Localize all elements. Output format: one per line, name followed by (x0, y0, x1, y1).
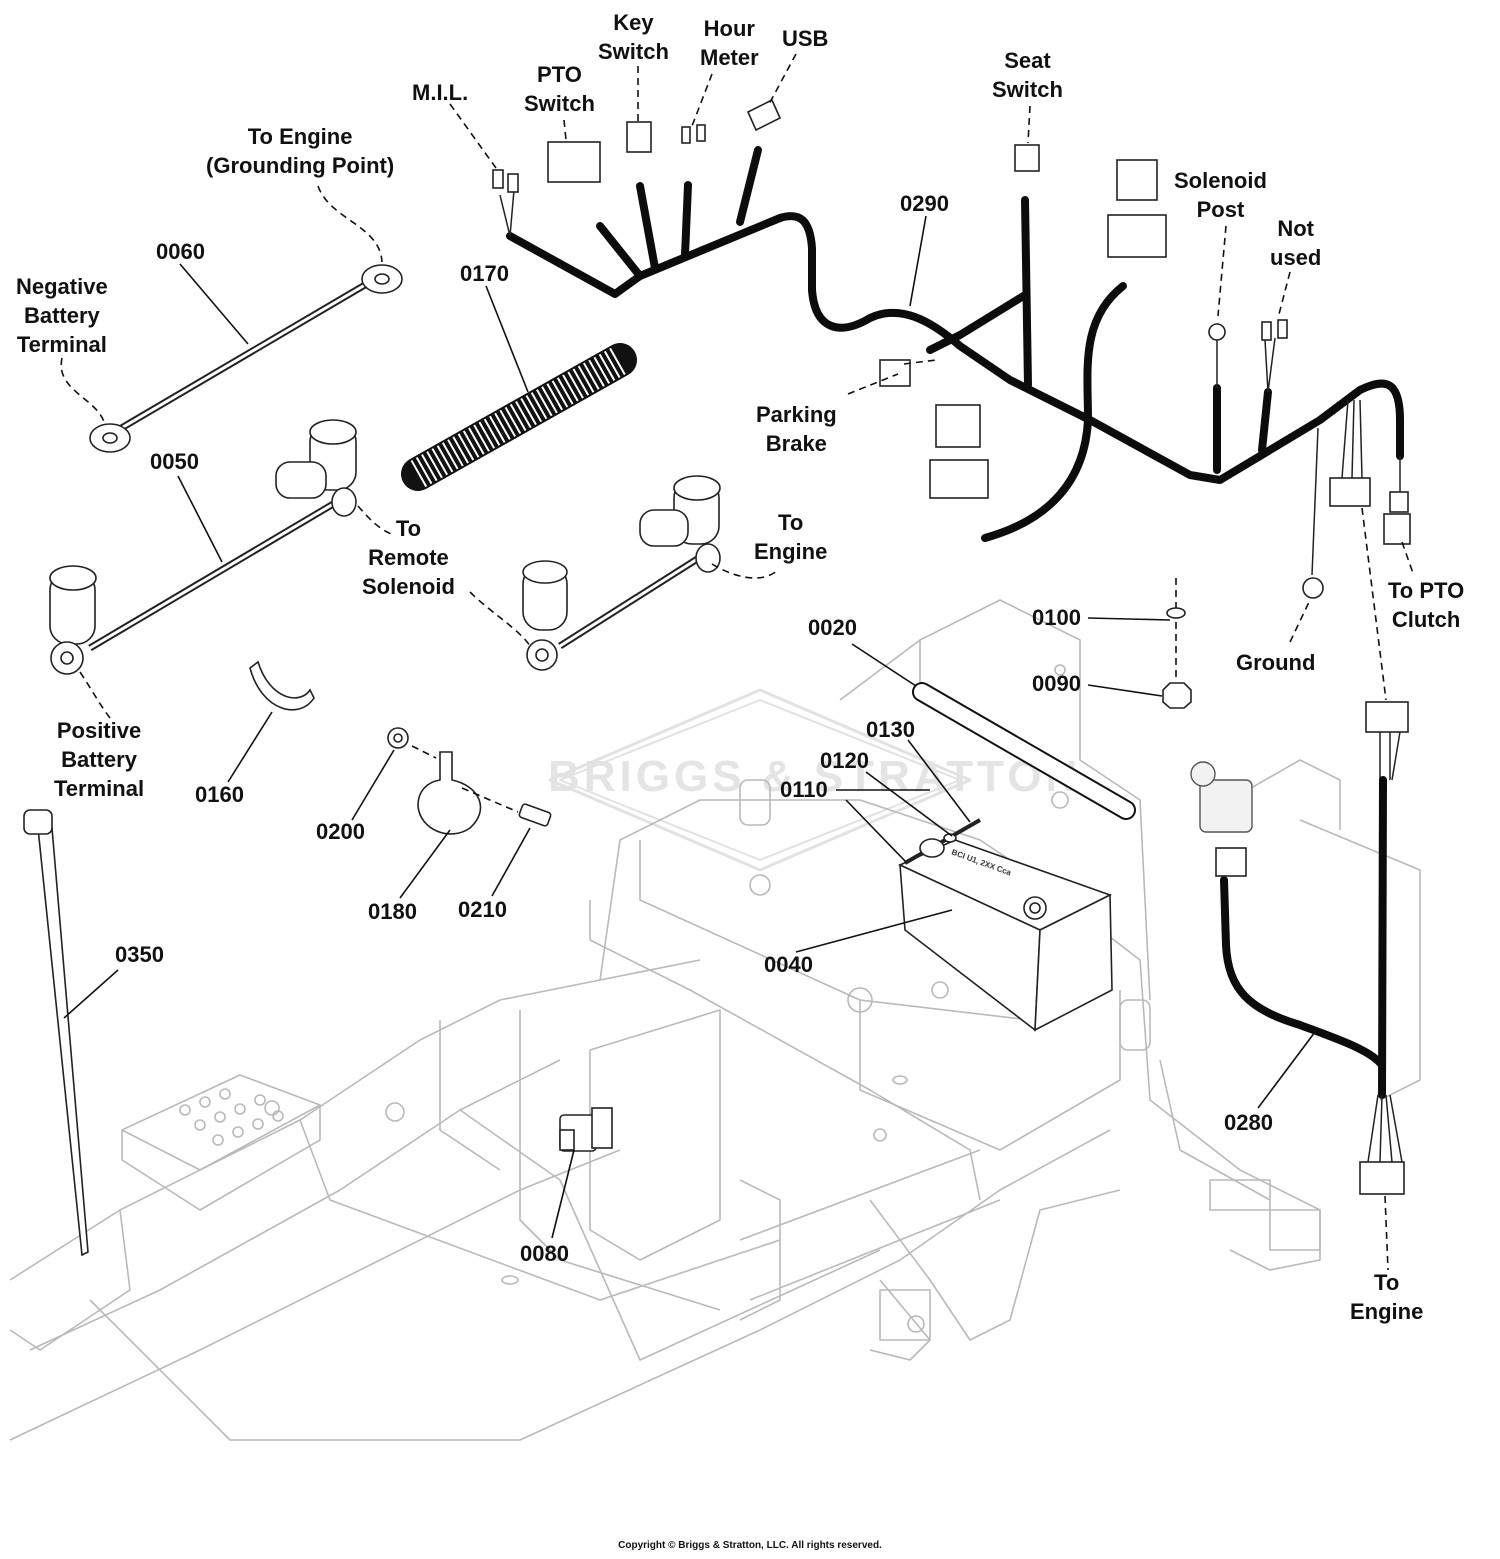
part-number-0200: 0200 (316, 819, 365, 844)
part-number-0350: 0350 (115, 942, 164, 967)
battery-drawing (898, 839, 1113, 1032)
leader-lines (63, 215, 1319, 1239)
dashed-callouts (60, 53, 1415, 1271)
part-number-0130: 0130 (866, 717, 915, 742)
part-number-0170: 0170 (460, 261, 509, 286)
watermark-shield (548, 688, 972, 872)
part-number-0120: 0120 (820, 748, 869, 773)
chassis-frame (9, 599, 1421, 1441)
part-number-0080: 0080 (520, 1241, 569, 1266)
harness-0290 (492, 98, 1411, 599)
part-number-0110: 0110 (780, 777, 828, 802)
part-number-0290: 0290 (900, 191, 949, 216)
label-to-pto-clutch: To PTO Clutch (1388, 578, 1465, 632)
part-number-0090: 0090 (1032, 671, 1081, 696)
part-number-0280: 0280 (1224, 1110, 1273, 1135)
label-usb: USB (782, 26, 829, 51)
label-negative-battery: Negative Battery Terminal (16, 274, 108, 357)
part-number-0050: 0050 (150, 449, 199, 474)
parts-hardware (23, 264, 1253, 1257)
label-pto-switch: PTO Switch (524, 62, 595, 116)
label-positive-battery: Positive Battery Terminal (54, 718, 145, 801)
label-not-used: Not used (1270, 216, 1322, 270)
part-number-0040: 0040 (764, 952, 813, 977)
part-number-0160: 0160 (195, 782, 244, 807)
brand-watermark: BRIGGS & STRATTON (548, 752, 1082, 801)
part-number-0020: 0020 (808, 615, 857, 640)
harness-0280 (1215, 701, 1409, 1195)
part-number-0060: 0060 (156, 239, 205, 264)
part-number-0180: 0180 (368, 899, 417, 924)
label-to-remote-solenoid: To Remote Solenoid (362, 516, 455, 599)
part-number-0210: 0210 (458, 897, 507, 922)
label-to-engine-harness: To Engine (1350, 1270, 1424, 1324)
copyright-notice: Copyright © Briggs & Stratton, LLC. All … (618, 1540, 882, 1551)
label-ground: Ground (1236, 650, 1316, 675)
label-to-engine-cable: To Engine (754, 510, 828, 564)
label-hour-meter: Hour Meter (700, 16, 759, 70)
label-mil: M.I.L. (412, 80, 469, 105)
label-solenoid-post: Solenoid Post (1174, 168, 1267, 222)
label-seat-switch: Seat Switch (992, 48, 1063, 102)
label-to-engine-grounding: To Engine (Grounding Point) (206, 124, 395, 178)
label-key-switch: Key Switch (598, 10, 669, 64)
label-parking-brake: Parking Brake (756, 402, 837, 456)
part-number-0100: 0100 (1032, 605, 1081, 630)
